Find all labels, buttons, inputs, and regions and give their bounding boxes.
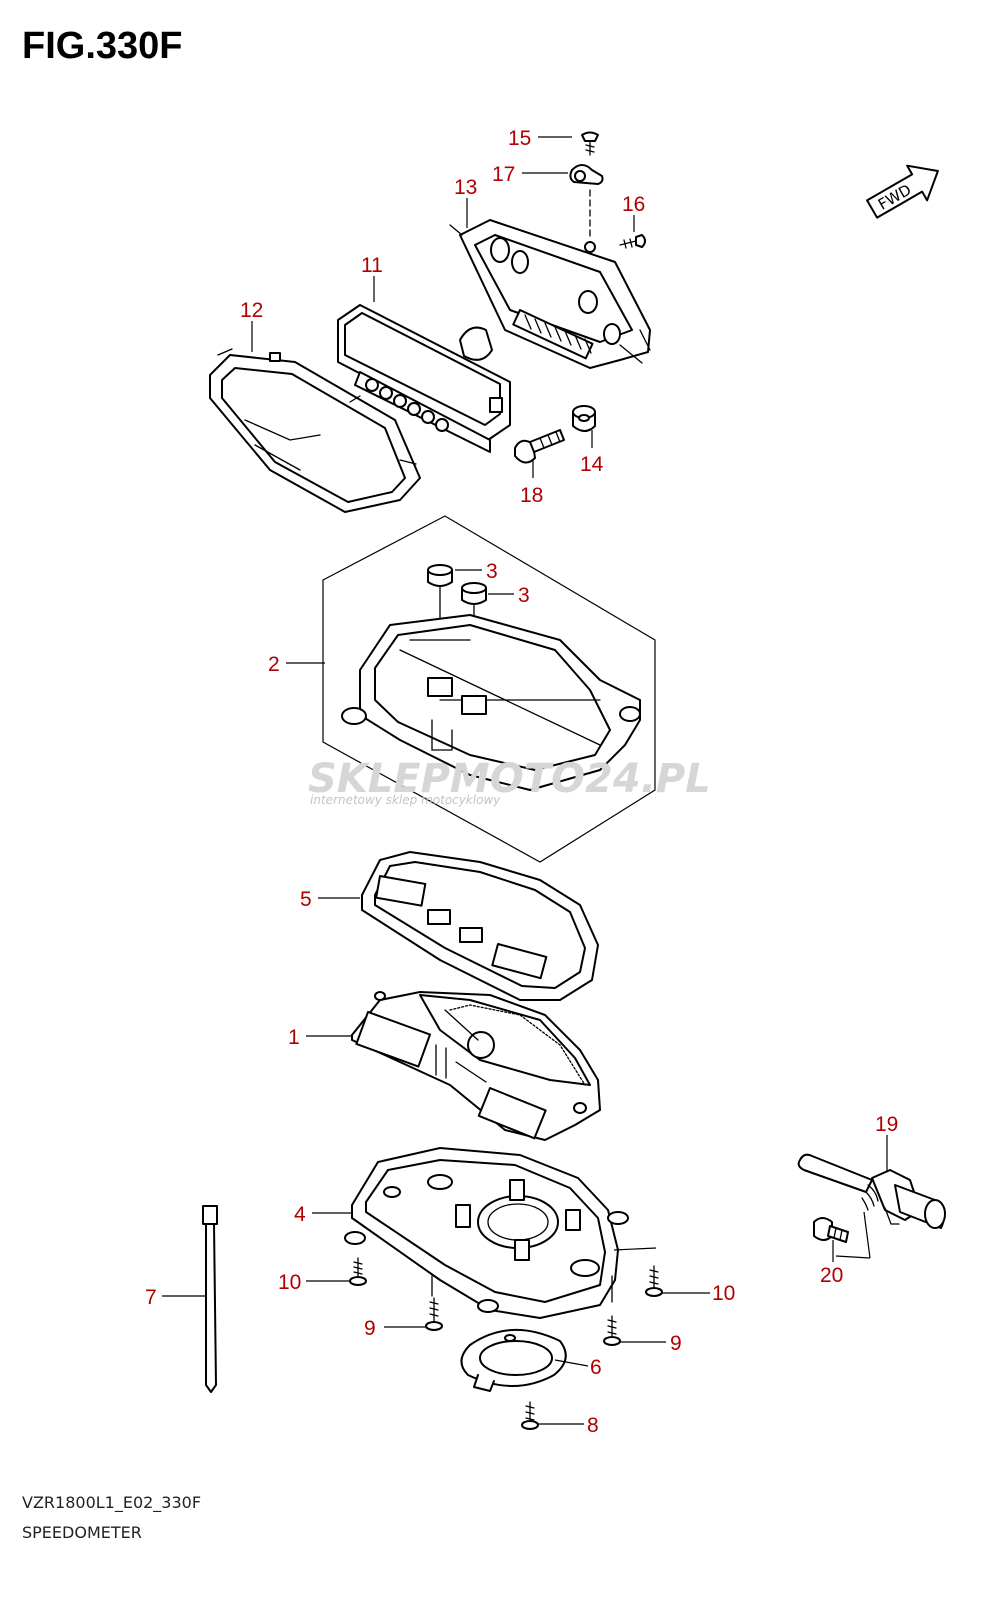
part-3-knob-left	[427, 564, 453, 587]
part-12-meter-lens	[209, 348, 421, 513]
callout-7: 7	[145, 1286, 157, 1309]
part-20-bolt	[813, 1217, 849, 1243]
watermark: SKLEPMOTO24.PL internetowy sklep motocyk…	[308, 756, 711, 807]
part-8-screw	[521, 1401, 539, 1430]
part-7-cable-tie	[202, 1205, 218, 1393]
part-15-screw	[581, 131, 599, 156]
part-16-screw	[619, 234, 646, 249]
part-3-knob-right	[461, 582, 487, 605]
part-14-grommet	[572, 405, 596, 432]
figure-title: FIG.330F	[22, 25, 183, 67]
callout-16: 16	[622, 193, 645, 216]
callout-9-left: 9	[364, 1317, 376, 1340]
part-2-upper-case	[341, 614, 641, 791]
part-9-screw-left	[425, 1297, 443, 1331]
part-17-clamp	[569, 164, 604, 185]
callout-20: 20	[820, 1264, 843, 1287]
part-10-screw-left	[349, 1257, 367, 1286]
part-19-speed-sensor	[797, 1153, 946, 1229]
callout-13: 13	[454, 176, 477, 199]
callout-4: 4	[294, 1203, 306, 1226]
callout-10-right: 10	[712, 1282, 735, 1305]
fwd-arrow-icon: FWD	[866, 164, 939, 219]
callout-1: 1	[288, 1026, 300, 1049]
callout-8: 8	[587, 1414, 599, 1437]
figure-name: SPEEDOMETER	[22, 1523, 142, 1542]
leader-lines	[162, 136, 888, 1425]
callout-10-left: 10	[278, 1271, 301, 1294]
part-1-meter-unit	[351, 991, 601, 1141]
callout-3-upper: 3	[486, 560, 498, 583]
callout-11: 11	[361, 254, 383, 277]
callout-15: 15	[508, 127, 531, 150]
watermark-brand: SKLEPMOTO24.PL	[308, 756, 711, 802]
callout-6: 6	[590, 1356, 602, 1379]
watermark-tagline: internetowy sklep motocyklowy	[310, 793, 501, 807]
callout-5: 5	[300, 888, 312, 911]
part-13-meter-bracket	[449, 219, 651, 369]
figure-code: VZR1800L1_E02_330F	[22, 1493, 201, 1513]
part-10-screw-right	[645, 1265, 663, 1297]
callout-labels: 15 17 13 16 11 12 14 18 3 3 2 5 1 19 4 2…	[145, 127, 898, 1437]
callout-2: 2	[268, 653, 280, 676]
part-11-display-module	[337, 304, 511, 453]
callout-3-lower: 3	[518, 584, 530, 607]
part-9-screw-right	[603, 1315, 621, 1346]
callout-18: 18	[520, 484, 543, 507]
part-6-ring-plate	[460, 1329, 567, 1392]
callout-19: 19	[875, 1113, 898, 1136]
part-5-meter-frame	[361, 851, 599, 1001]
callout-17: 17	[492, 163, 515, 186]
callout-9-right: 9	[670, 1332, 682, 1355]
assembly-outline	[322, 515, 656, 863]
callout-12: 12	[240, 299, 263, 322]
part-18-bolt	[514, 429, 565, 464]
callout-14: 14	[580, 453, 604, 476]
part-4-lower-case	[344, 1147, 629, 1319]
